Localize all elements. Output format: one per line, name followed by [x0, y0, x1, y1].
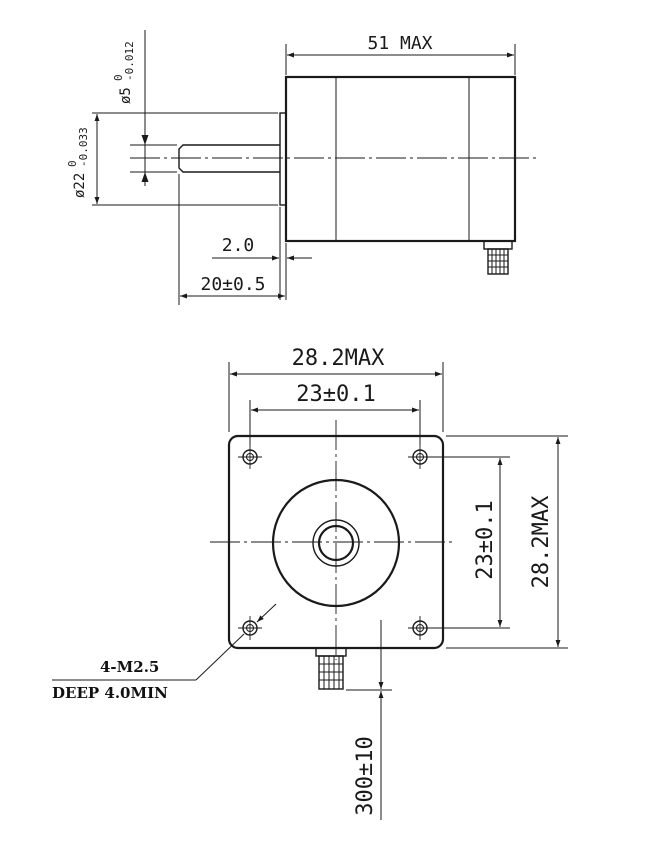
height-max-label: 28.2MAX [529, 495, 554, 588]
shaft-outer-circle [312, 519, 360, 567]
motor-body-side [284, 75, 517, 243]
shaft-length-label: 20±0.5 [200, 274, 265, 295]
connector-side [483, 240, 513, 275]
lead-length-label: 300±10 [353, 736, 378, 815]
shaft-dia-label: ø5 [118, 87, 134, 104]
pilot-boss-circle [271, 478, 401, 608]
mount-hole-bl [238, 616, 262, 640]
shaft [178, 144, 280, 173]
depth-label: DEEP 4.0MIN [52, 684, 168, 702]
boss-height-label: 2.0 [222, 235, 255, 256]
mount-hole-tr [408, 445, 432, 469]
thread-label: 4-M2.5 [100, 658, 159, 676]
shaft-dia-tol-upper: 0 [112, 74, 125, 81]
boss-dia-tol-upper: 0 [66, 160, 79, 167]
pilot-boss [279, 112, 287, 206]
width-max-label: 28.2MAX [292, 346, 385, 371]
shaft-circle [317, 524, 355, 562]
hole-spacing-h-label: 23±0.1 [296, 382, 375, 407]
hole-spacing-v-label: 23±0.1 [473, 500, 498, 579]
mount-hole-tl [238, 445, 262, 469]
boss-dia-label: ø22 [72, 173, 88, 198]
connector-front [315, 647, 347, 690]
boss-dia-tol-lower: -0.033 [77, 127, 90, 167]
side-view: 51 MAX ø5 0 -0.012 ø22 0 -0.033 2.0 20±0… [66, 30, 540, 305]
mount-hole-br [408, 616, 432, 640]
length-label: 51 MAX [367, 33, 432, 54]
shaft-dia-tol-lower: -0.012 [123, 41, 136, 81]
front-view: 28.2MAX 23±0.1 23±0.1 28.2MAX 4-M2.5 DEE… [52, 346, 568, 820]
